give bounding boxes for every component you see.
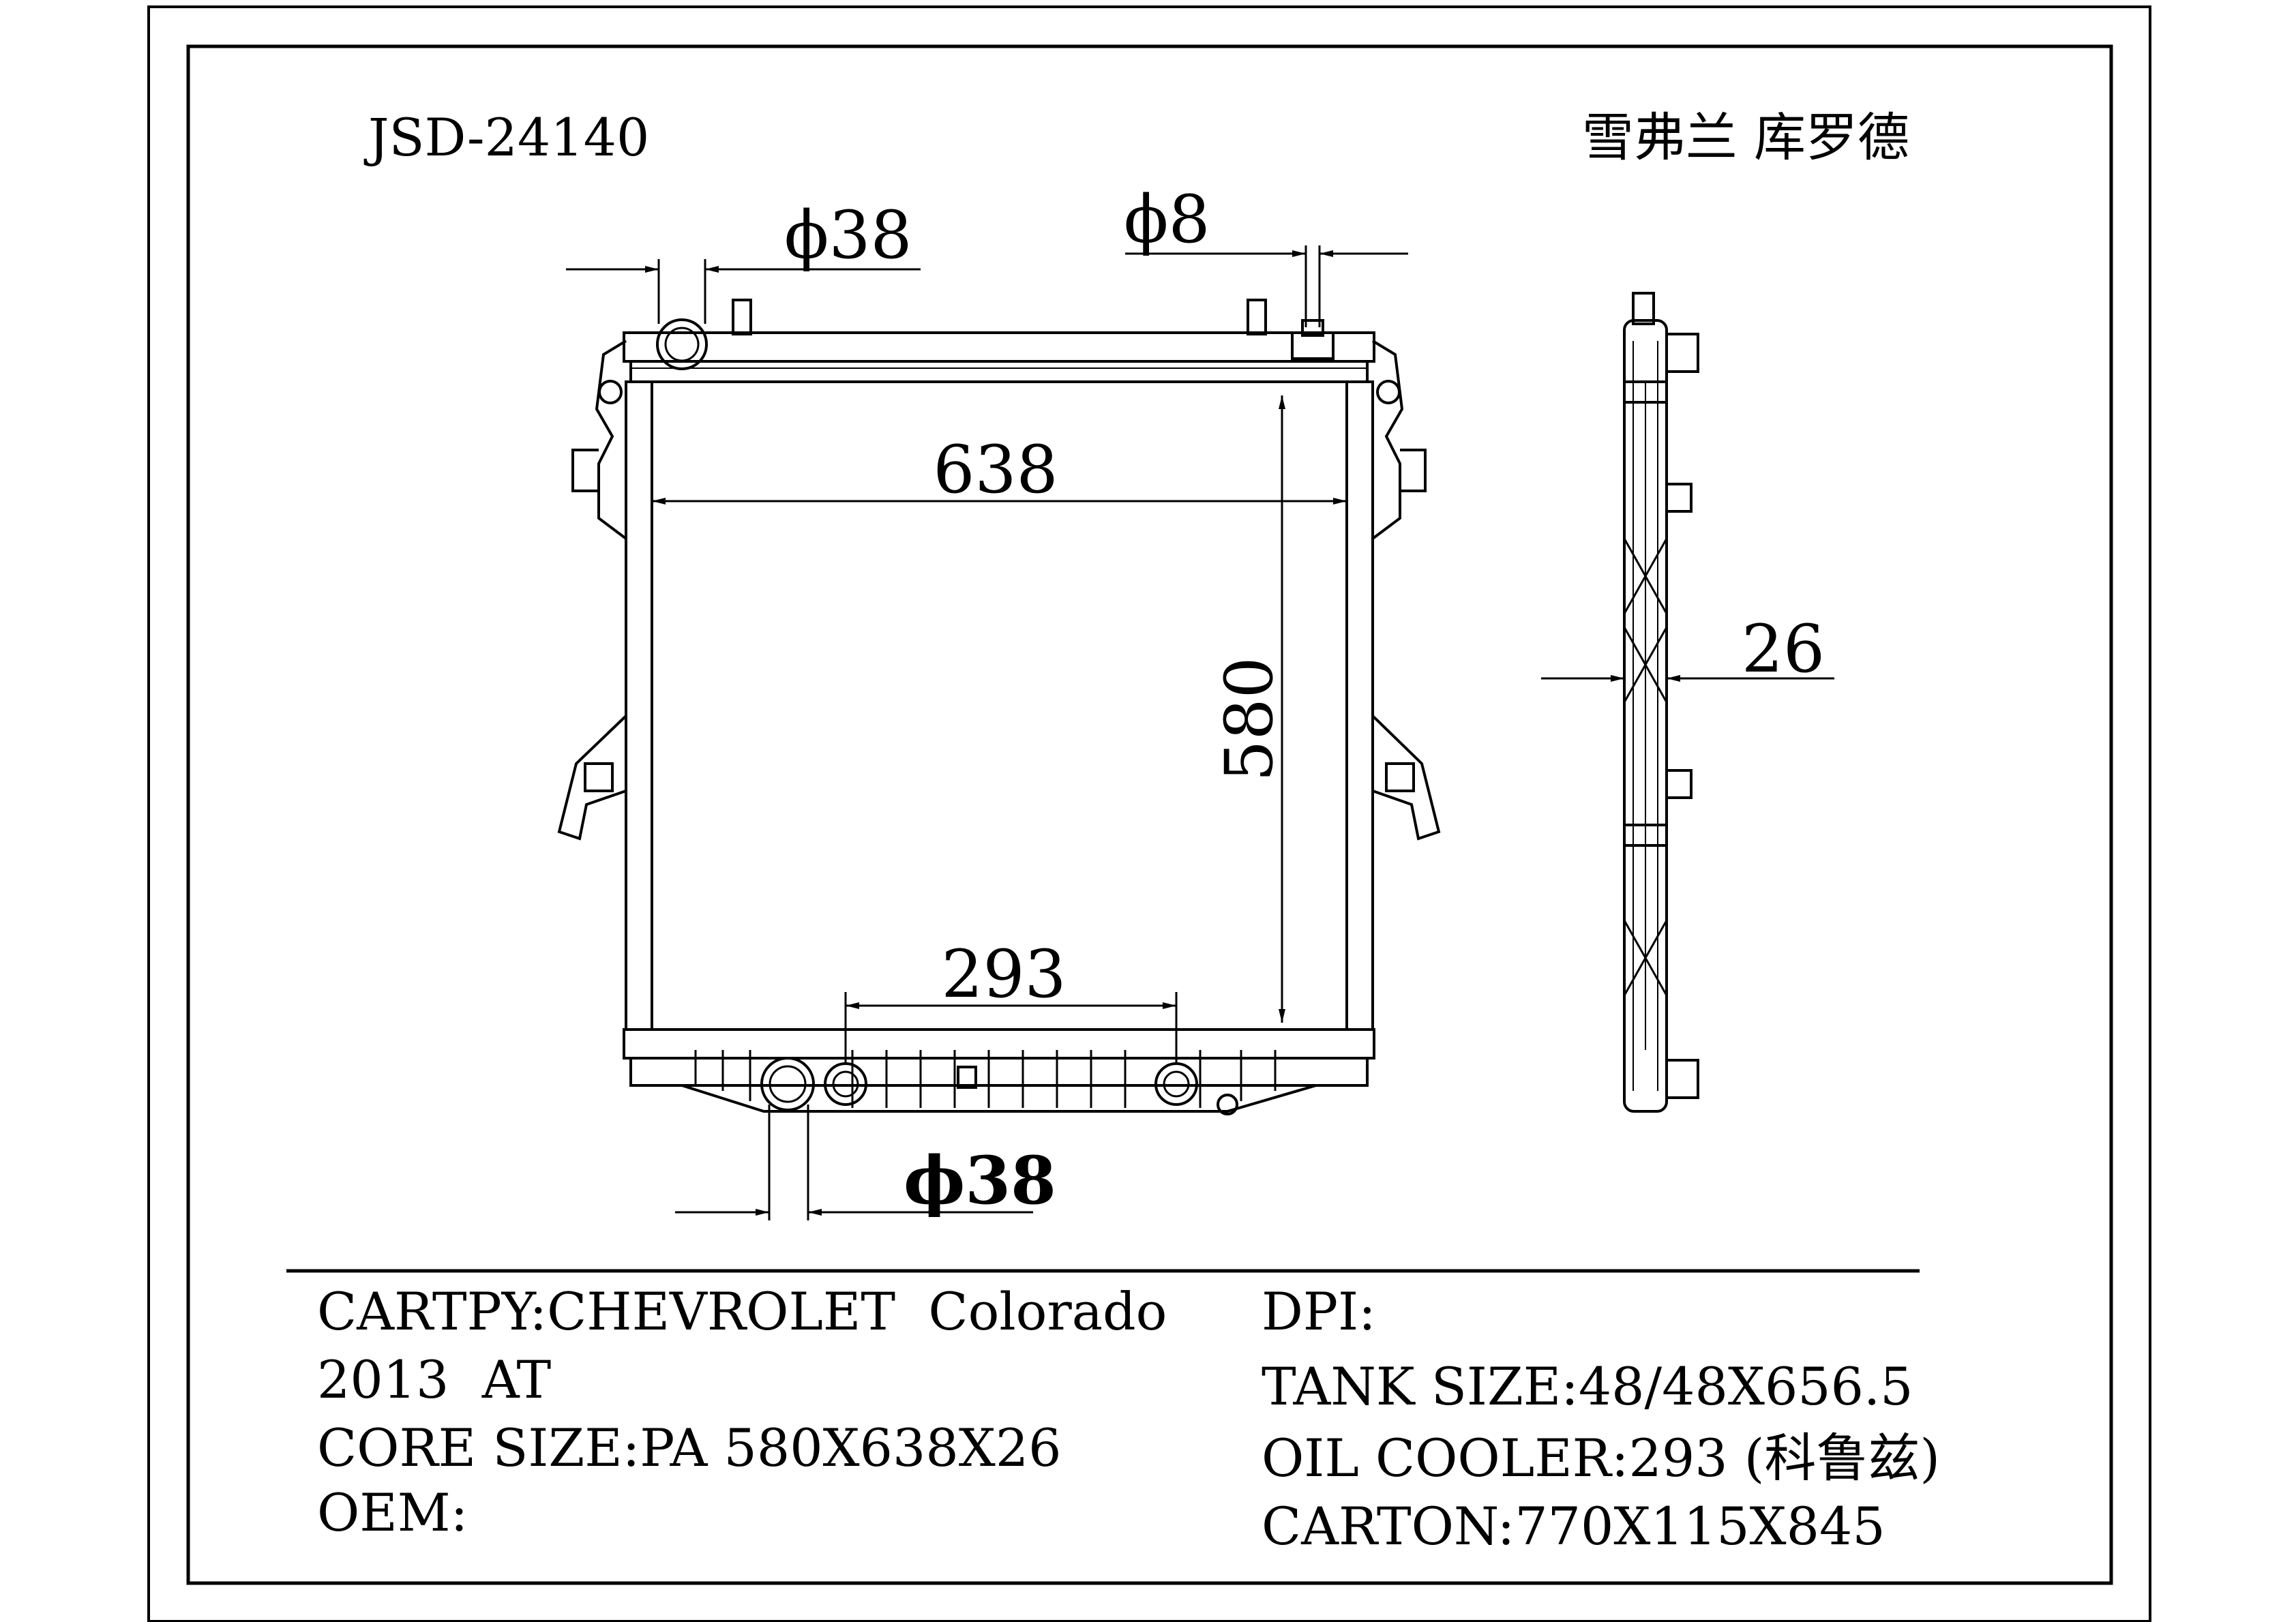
- radiator-front-view: [557, 299, 1441, 1115]
- dim-outlet-diameter: ϕ38: [904, 1142, 1056, 1219]
- dim-inlet-diameter: ϕ38: [784, 197, 912, 273]
- spec-dpi: DPI:: [1262, 1281, 1376, 1342]
- outer-frame: [147, 5, 2151, 1622]
- inner-frame: [186, 44, 2113, 1585]
- dim-vent-diameter: ϕ8: [1124, 181, 1210, 258]
- dimension-lines: [566, 245, 1834, 1220]
- dim-core-width: 638: [933, 432, 1058, 508]
- spec-oem: OEM:: [317, 1482, 468, 1543]
- radiator-side-view: [1623, 292, 1699, 1113]
- vehicle-name-cn: 雪弗兰 库罗德: [1582, 107, 1909, 168]
- spec-tank-size: TANK SIZE:48/48X656.5: [1262, 1356, 1913, 1417]
- spec-carton: CARTON:770X115X845: [1262, 1496, 1885, 1557]
- spec-core-size: CORE SIZE:PA 580X638X26: [317, 1417, 1062, 1478]
- dim-core-thickness: 26: [1742, 611, 1825, 687]
- spec-cartpy: CARTPY:CHEVROLET Colorado: [317, 1281, 1167, 1342]
- model-code: JSD-24140: [363, 107, 649, 168]
- dim-oil-cooler-spacing: 293: [941, 936, 1066, 1012]
- spec-year: 2013 AT: [317, 1349, 551, 1410]
- dim-core-height: 580: [1211, 657, 1287, 781]
- spec-oil-cooler: OIL COOLER:293 (科鲁兹): [1262, 1428, 1940, 1488]
